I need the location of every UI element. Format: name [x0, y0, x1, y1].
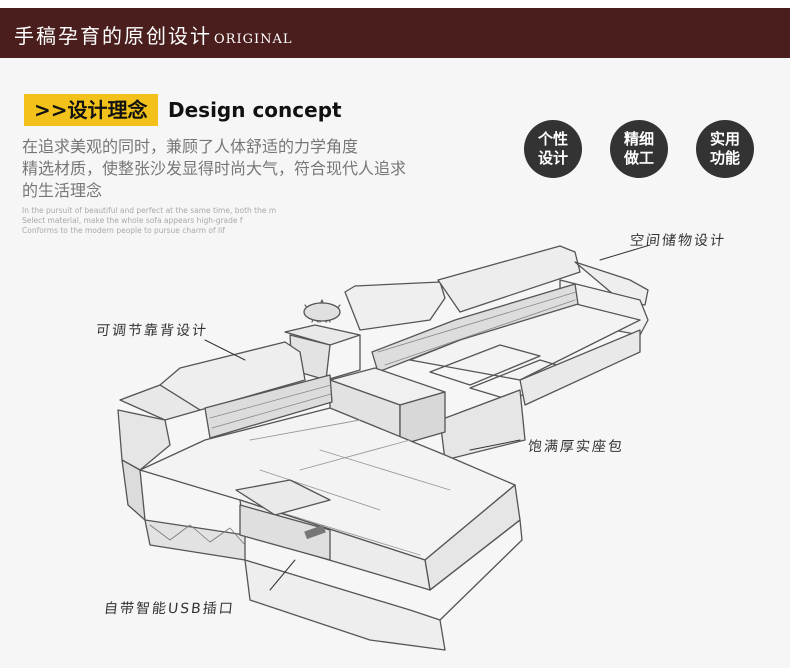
concept-en-line: Conforms to the modern people to pursue …: [22, 226, 225, 235]
concept-text-en: In the pursuit of beautiful and perfect …: [22, 206, 276, 236]
concept-zh-line: 精选材质，使整张沙发显得时尚大气，符合现代人追求: [22, 159, 407, 178]
concept-text-zh: 在追求美观的同时，兼顾了人体舒适的力学角度 精选材质，使整张沙发显得时尚大气，符…: [22, 136, 462, 202]
annotation-usb: 自带智能USB插口: [103, 601, 236, 617]
concept-zh-line: 的生活理念: [22, 181, 103, 200]
header-subtitle: ORIGINAL: [214, 32, 293, 47]
feature-badge-craft: 精细 做工: [610, 120, 668, 178]
concept-en-line: Select material, make the whole sofa app…: [22, 216, 243, 225]
feature-line: 设计: [537, 149, 568, 167]
header-title-zh: 手稿孕育的原创设计: [14, 24, 212, 48]
annotation-backrest: 可调节靠背设计: [95, 323, 209, 339]
feature-line: 精细: [623, 130, 654, 148]
feature-line: 实用: [709, 130, 740, 148]
annotation-storage: 空间储物设计: [629, 233, 727, 249]
concept-zh-line: 在追求美观的同时，兼顾了人体舒适的力学角度: [22, 137, 359, 156]
concept-en-line: In the pursuit of beautiful and perfect …: [22, 206, 277, 215]
feature-line: 做工: [623, 149, 654, 167]
feature-line: 个性: [537, 130, 568, 148]
concept-heading-en: Design concept: [168, 98, 342, 122]
concept-badge: >>设计理念: [24, 94, 158, 126]
feature-badge-function: 实用 功能: [696, 120, 754, 178]
feature-line: 功能: [709, 149, 740, 167]
feature-badge-design: 个性 设计: [524, 120, 582, 178]
sofa-sketch-illustration: [117, 244, 651, 651]
annotation-cushion: 饱满厚实座包: [527, 439, 625, 455]
